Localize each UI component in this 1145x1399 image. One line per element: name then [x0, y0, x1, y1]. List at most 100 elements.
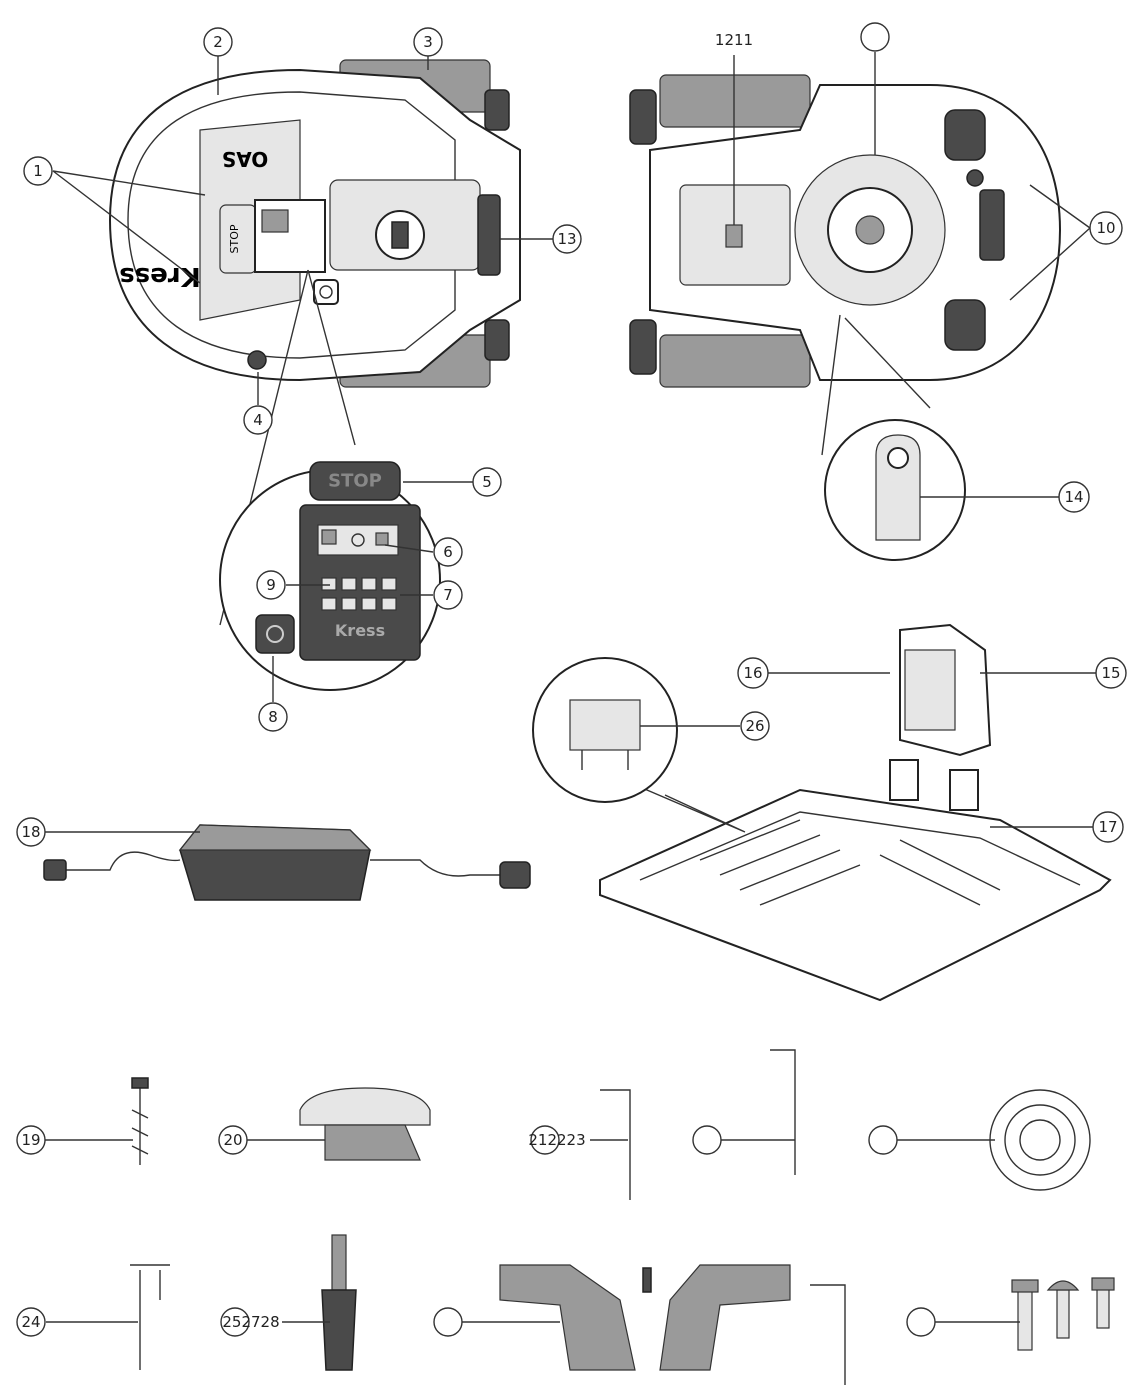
base-clip-left: [889, 759, 919, 801]
base-plate-slots: [699, 819, 1001, 906]
svg-text:9: 9: [266, 576, 276, 594]
callout-1: 1: [23, 156, 53, 186]
low-voltage-cable: [60, 851, 181, 871]
keypad-key: [341, 577, 357, 591]
callout-13: 13: [552, 224, 582, 254]
callout-blade-disc: [860, 22, 890, 52]
stop-button-text-top: STOP: [228, 224, 241, 253]
svg-text:26: 26: [745, 717, 764, 735]
brand-logo-panel: Kress: [335, 621, 385, 640]
callout-1211: 1211: [715, 31, 753, 49]
power-supply-top: [178, 824, 372, 851]
leader-lines: [45, 52, 1096, 1323]
rain-sensor-arrow: [391, 221, 409, 249]
leader-10: [1009, 184, 1091, 301]
small-screw: [642, 1267, 652, 1293]
bolt-1-head: [1011, 1279, 1039, 1293]
svg-text:6: 6: [443, 543, 453, 561]
bottom-wheel-bottom: [659, 334, 811, 388]
base-clip-right: [949, 769, 979, 811]
bolt-3: [1096, 1287, 1110, 1329]
svg-text:14: 14: [1064, 488, 1083, 506]
callout-hex-key: [692, 1125, 722, 1155]
bolt-2-head: [1046, 1280, 1080, 1291]
cable-coil-core: [1019, 1119, 1061, 1161]
control-panel-screen-top: [261, 209, 289, 233]
rtk-antenna-base: [324, 1124, 421, 1161]
mains-cable: [370, 859, 510, 877]
callout-9: 9: [256, 570, 286, 600]
callout-20: 20: [218, 1125, 248, 1155]
keypad-key: [341, 597, 357, 611]
connector-pins: [581, 750, 629, 770]
svg-text:13: 13: [557, 230, 576, 248]
clock-icon: [351, 533, 365, 547]
accessories-row-1: [131, 1049, 1091, 1200]
connector-zoom: [532, 657, 746, 833]
callout-17: 17: [1092, 811, 1124, 843]
mower-top-view: STOP OAS Kress: [108, 59, 521, 388]
wheel-bracket-right: [659, 1264, 791, 1371]
power-icon-zoom: [266, 625, 284, 643]
bolt-3-head: [1091, 1277, 1115, 1291]
callout-16: 16: [737, 657, 769, 689]
svg-text:16: 16: [743, 664, 762, 682]
svg-text:17: 17: [1098, 818, 1117, 836]
svg-text:20: 20: [223, 1131, 242, 1149]
stop-button-text-zoom: STOP: [328, 471, 382, 492]
svg-text:19: 19: [21, 1131, 40, 1149]
callout-3: 3: [413, 27, 443, 57]
hex-key-row2: [810, 1284, 846, 1385]
keypad: [321, 577, 397, 611]
charging-contact-bottom: [979, 189, 1005, 261]
cable-coil-inner: [1004, 1104, 1076, 1176]
callout-8: 8: [258, 702, 288, 732]
svg-text:10: 10: [1096, 219, 1115, 237]
peg-head-19: [131, 1077, 149, 1089]
blade-hub-center: [855, 215, 885, 245]
charging-post-face: [904, 649, 956, 731]
leader-6: [384, 544, 434, 553]
callout-10: 10: [1089, 211, 1123, 245]
charging-station: [599, 623, 1112, 1002]
keypad-key: [361, 597, 377, 611]
blade-zoom-connector: [821, 314, 931, 456]
power-button-zoom: [255, 614, 295, 654]
svg-text:18: 18: [21, 823, 40, 841]
home-icon: [375, 532, 389, 546]
charging-contact-top: [477, 194, 501, 276]
keypad-key: [321, 597, 337, 611]
screen-icon-battery: [321, 529, 337, 545]
callout-252728: 252728: [220, 1307, 280, 1337]
wheel-hub-bottom: [484, 319, 510, 361]
front-caster-top: [944, 109, 986, 161]
bottom-hub-top: [629, 89, 657, 145]
front-wheel-axle: [966, 169, 984, 187]
mains-plug: [499, 861, 531, 889]
blade-hole: [887, 447, 909, 469]
svg-text:1: 1: [33, 162, 43, 180]
callout-2: 2: [203, 27, 233, 57]
peg-thread-19: [131, 1109, 149, 1155]
bolt-1: [1017, 1289, 1033, 1351]
callout-15: 15: [1095, 657, 1127, 689]
svg-text:2: 2: [213, 33, 223, 51]
power-supply: [43, 824, 531, 901]
callout-7: 7: [433, 580, 463, 610]
control-panel-zoom: STOP Kress: [219, 269, 441, 691]
leader-1: [52, 170, 206, 284]
mower-bottom-view: [629, 74, 1062, 388]
callout-24: 24: [16, 1307, 46, 1337]
stop-button-zoom: [309, 461, 401, 501]
callout-coil: [868, 1125, 898, 1155]
bolt-2: [1056, 1289, 1070, 1339]
callout-bracket: [433, 1307, 463, 1337]
power-button-top: [313, 279, 339, 305]
blade-zoom: [821, 314, 966, 561]
connector-block: [569, 699, 641, 751]
wire-peg-24: [139, 1270, 161, 1370]
svg-text:5: 5: [482, 473, 492, 491]
battery-cover-screw: [725, 224, 743, 248]
